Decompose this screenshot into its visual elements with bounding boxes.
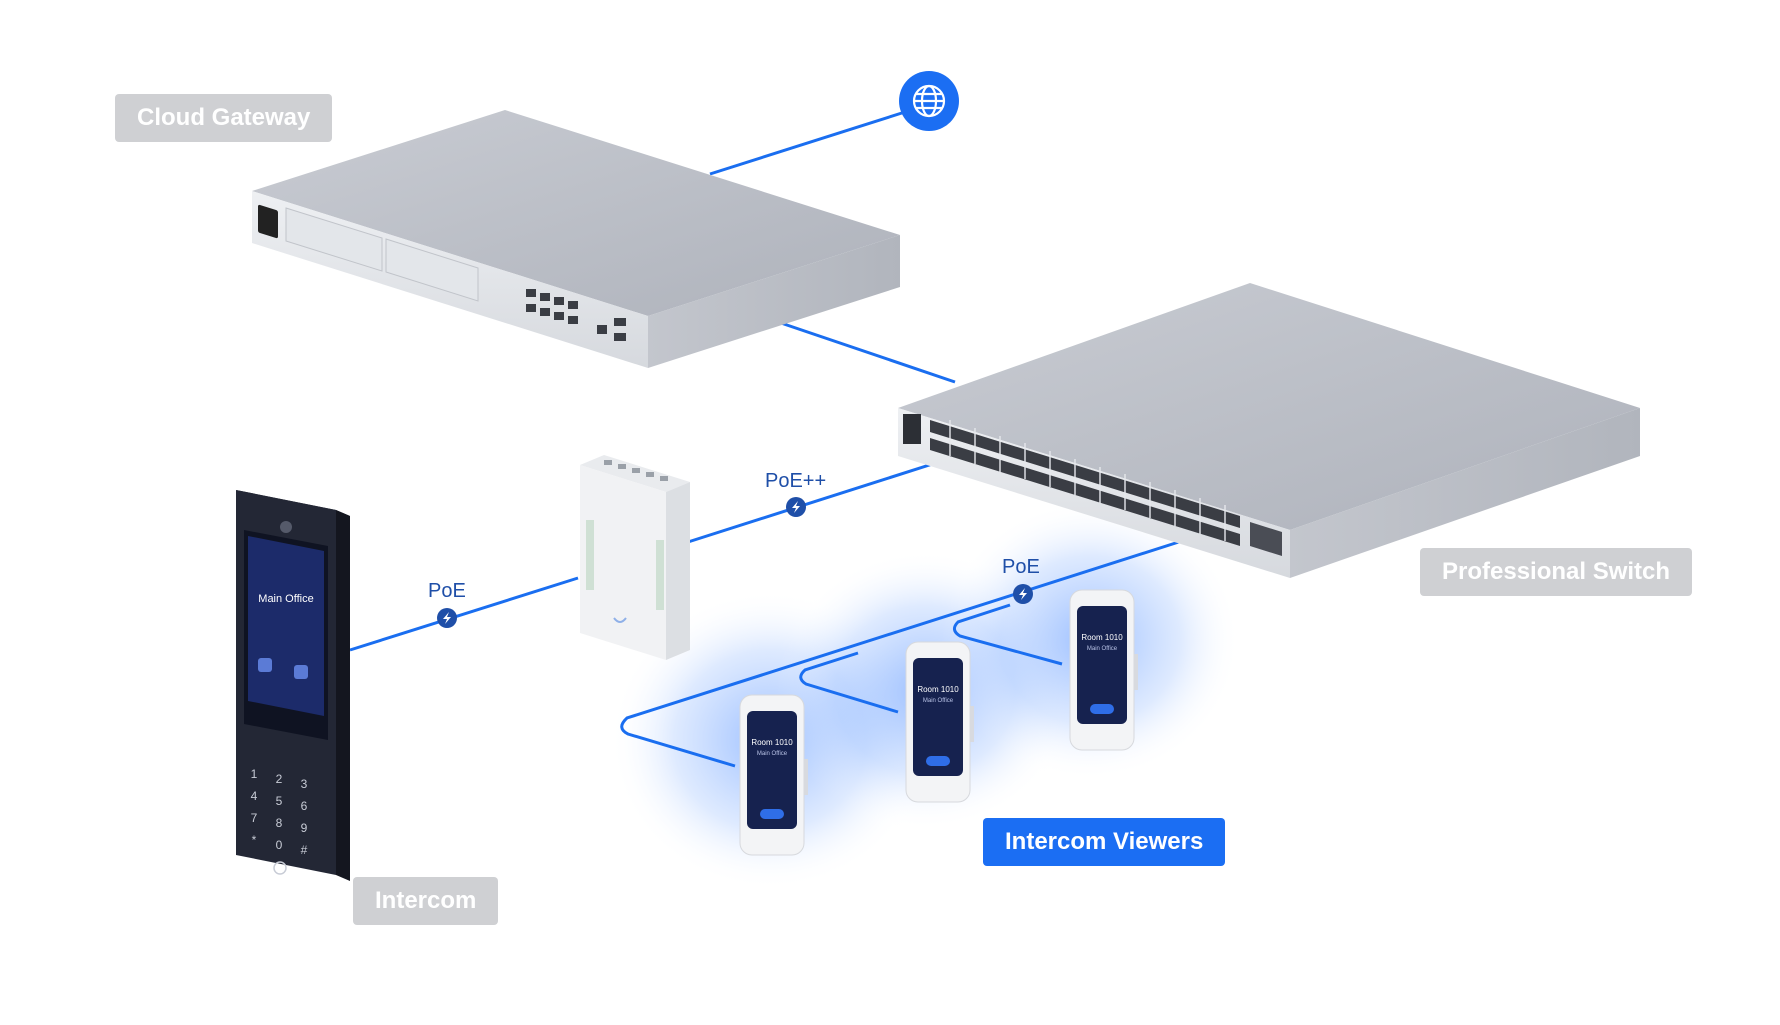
- cloud-gateway-device: [252, 110, 900, 368]
- globe-icon: [899, 71, 959, 131]
- lightning-icon: [437, 608, 457, 628]
- viewer-location-text: Main Office: [1087, 646, 1118, 652]
- connection-lines: [349, 110, 1186, 768]
- viewer-branch-2: [799, 651, 899, 714]
- keypad-key: 8: [276, 816, 283, 830]
- intercom-viewer: Room 1010 Main Office: [905, 641, 974, 803]
- keypad-key: 9: [301, 821, 308, 835]
- keypad-key: *: [252, 833, 257, 847]
- gateway-internet-line: [709, 110, 906, 176]
- intercom-viewer: Room 1010 Main Office: [1069, 589, 1138, 751]
- viewer-location-text: Main Office: [923, 698, 954, 704]
- switch-hub-line: [687, 458, 946, 544]
- keypad-key: #: [301, 843, 308, 857]
- keypad-key: 1: [251, 767, 258, 781]
- keypad-key: 0: [276, 838, 283, 852]
- lightning-icon: [1013, 584, 1033, 604]
- intercom-device: Main Office 1 2 3 4 5 6 7 8 9 * 0 #: [236, 490, 350, 881]
- poe-hub-device: [580, 455, 690, 660]
- professional-switch-label: Professional Switch: [1420, 548, 1693, 596]
- professional-switch-device: [898, 283, 1640, 578]
- keypad-key: 4: [251, 789, 258, 803]
- gateway-switch-line: [777, 320, 956, 384]
- keypad-key: 2: [276, 772, 283, 786]
- intercom-viewers-label: Intercom Viewers: [983, 818, 1226, 866]
- viewer-room-text: Room 1010: [917, 685, 959, 694]
- viewer-location-text: Main Office: [757, 751, 788, 757]
- poe-viewers-label: PoE: [1002, 556, 1040, 578]
- intercom-label: Intercom: [353, 877, 499, 925]
- lightning-icon: [786, 497, 806, 517]
- viewer-room-text: Room 1010: [751, 738, 793, 747]
- viewer-room-text: Room 1010: [1081, 633, 1123, 642]
- poe-plus-plus-label: PoE++: [765, 470, 827, 492]
- viewer-branch-3: [953, 603, 1063, 666]
- intercom-screen-title: Main Office: [258, 593, 313, 605]
- hub-intercom-line: [349, 576, 579, 652]
- keypad-key: 6: [301, 799, 308, 813]
- cloud-gateway-label: Cloud Gateway: [115, 94, 333, 142]
- poe-intercom-label: PoE: [428, 580, 466, 602]
- intercom-viewer: Room 1010 Main Office: [739, 694, 808, 856]
- keypad: 1 2 3 4 5 6 7 8 9 * 0 #: [251, 767, 308, 857]
- keypad-key: 3: [301, 777, 308, 791]
- keypad-key: 7: [251, 811, 258, 825]
- viewer-trunk-line: [620, 538, 1186, 768]
- switch-port-array: [930, 420, 1282, 556]
- keypad-key: 5: [276, 794, 283, 808]
